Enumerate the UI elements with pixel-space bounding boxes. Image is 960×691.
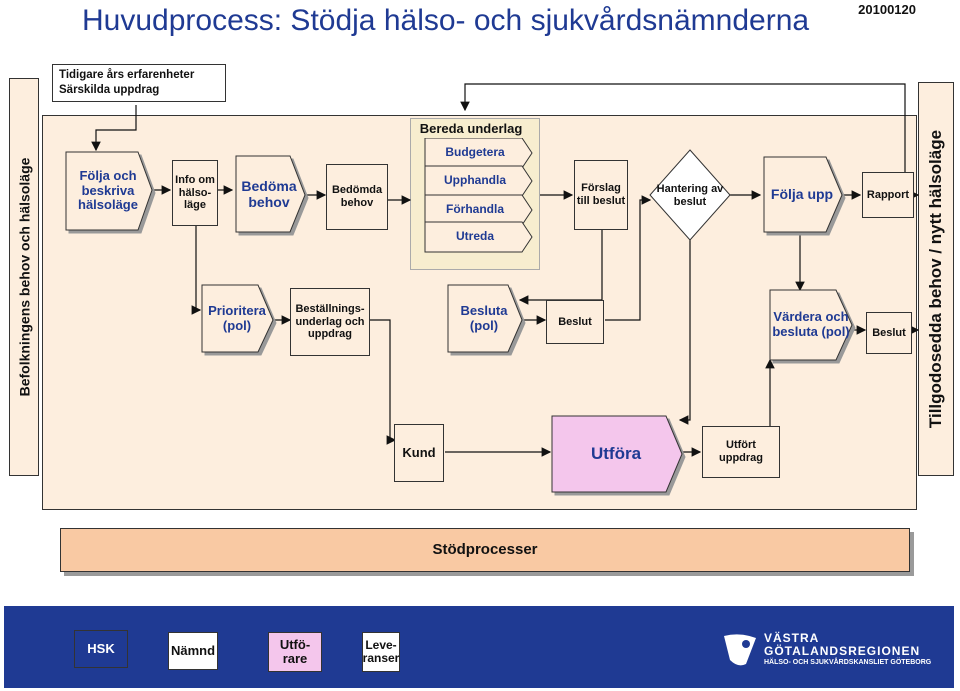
folja-upp-shape xyxy=(763,156,843,233)
region-logo-text: VÄSTRA GÖTALANDSREGIONEN HÄLSO- OCH SJUK… xyxy=(764,632,931,667)
note-line-1: Tidigare års erfarenheter xyxy=(59,69,195,81)
beslut-box-2: Beslut xyxy=(866,312,912,354)
right-band: Tillgodosedda behov / nytt hälsoläge xyxy=(918,82,954,476)
connector xyxy=(191,225,202,315)
prioritera-label: Prioritera (pol) xyxy=(208,302,266,333)
connector xyxy=(460,83,906,200)
page-title: Huvudprocess: Stödja hälso- och sjukvård… xyxy=(82,4,810,37)
left-band: Befolkningens behov och hälsoläge xyxy=(9,78,39,476)
utfora-label: Utföra xyxy=(590,444,642,464)
prioritera-shape xyxy=(201,284,274,353)
utreda-shape xyxy=(424,221,533,253)
upphandla-label: Upphandla xyxy=(444,173,506,188)
folja-upp-label: Följa upp xyxy=(770,186,834,203)
legend-utforare: Utfö-rare xyxy=(268,632,322,672)
budgetera-shape xyxy=(424,137,533,169)
forslag-box: Förslag till beslut xyxy=(574,160,628,230)
bereda-label: Bereda underlag xyxy=(418,120,524,138)
upphandla-shape xyxy=(424,165,533,197)
info-box: Info om hälso-läge xyxy=(172,160,218,226)
utreda-label: Utreda xyxy=(455,229,494,244)
bedoma-shape xyxy=(235,155,306,233)
forhandla-label: Förhandla xyxy=(445,202,504,217)
legend-namnd: Nämnd xyxy=(168,632,218,670)
connector xyxy=(91,105,137,152)
connector xyxy=(370,319,397,445)
folja-beskriva-label: Följa och beskriva hälsoläge xyxy=(78,167,138,213)
connector xyxy=(518,230,603,305)
hantering-diamond xyxy=(649,149,731,241)
date-label: 20100120 xyxy=(858,2,916,17)
footer-bar xyxy=(4,606,954,688)
bedoma-label: Bedöma behov xyxy=(241,177,297,210)
legend-leveranser: Leve-ranser xyxy=(362,632,400,672)
budgetera-label: Budgetera xyxy=(445,145,505,160)
vardera-shape xyxy=(769,289,853,361)
region-logo-icon xyxy=(724,634,756,666)
connector xyxy=(678,235,691,425)
utfort-box: Utfört uppdrag xyxy=(702,426,780,478)
beslut-box-1: Beslut xyxy=(546,300,604,344)
rapport-box: Rapport xyxy=(862,172,914,218)
note-box: Tidigare års erfarenheter Särskilda uppd… xyxy=(52,64,226,102)
legend-hsk: HSK xyxy=(74,630,128,668)
bedomda-box: Bedömda behov xyxy=(326,164,388,230)
logo-line-2: GÖTALANDSREGIONEN xyxy=(764,643,921,658)
note-line-2: Särskilda uppdrag xyxy=(59,83,160,96)
logo-line-1: VÄSTRA xyxy=(764,631,820,645)
besluta-label: Besluta (pol) xyxy=(460,302,508,333)
besluta-shape xyxy=(447,284,523,353)
connector xyxy=(605,195,652,321)
bestallning-box: Beställnings-underlag och uppdrag xyxy=(290,288,370,356)
folja-beskriva-shape xyxy=(65,151,153,231)
hantering-label: Hantering av beslut xyxy=(656,183,724,208)
support-processes-bar: Stödprocesser xyxy=(60,528,910,572)
vardera-label: Värdera och besluta (pol) xyxy=(772,309,850,339)
logo-line-3: HÄLSO- OCH SJUKVÅRDSKANSLIET GÖTEBORG xyxy=(764,659,932,667)
forhandla-shape xyxy=(424,194,533,226)
utfora-shape xyxy=(551,415,683,493)
kund-box: Kund xyxy=(394,424,444,482)
